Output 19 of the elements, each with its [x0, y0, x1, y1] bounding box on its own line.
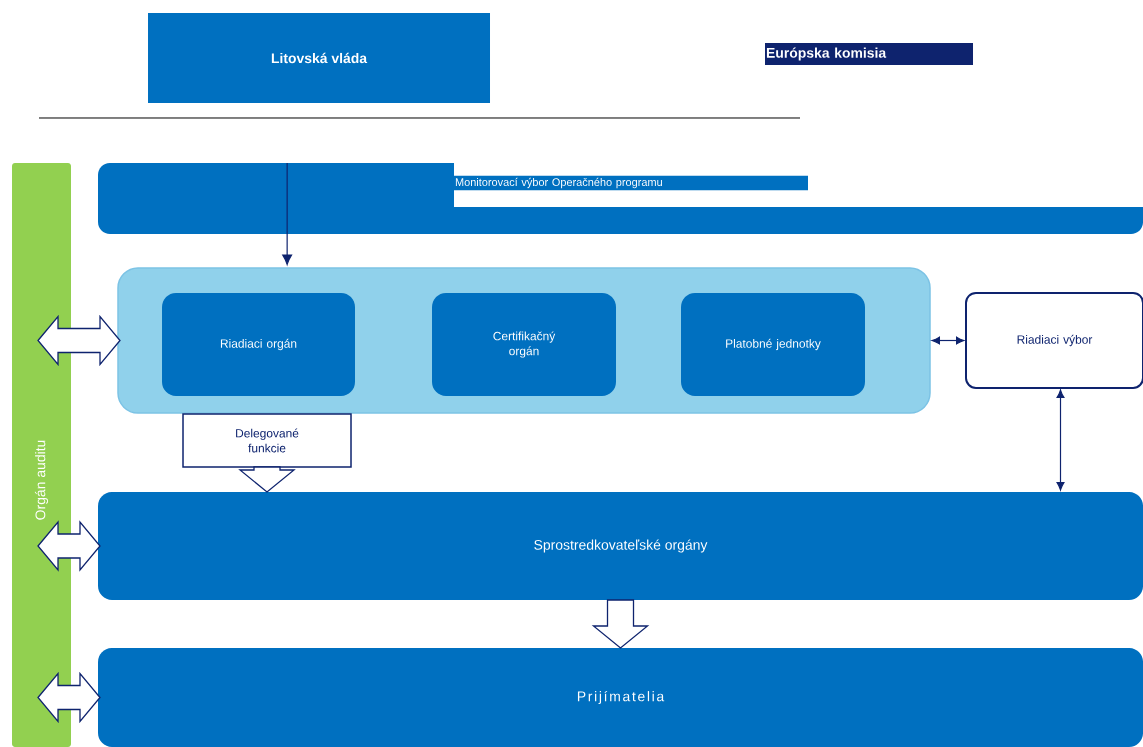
audit-bar: Orgán auditu [12, 163, 71, 747]
committee-band: Monitorovací výbor Operačného programu [98, 163, 1143, 234]
arrow [282, 162, 293, 266]
double-block-arrow [37, 520, 101, 572]
body-band: Sprostredkovateľské orgány [98, 492, 1143, 600]
block-arrow [591, 599, 650, 649]
arrow [1056, 389, 1065, 491]
block-arrow [238, 466, 296, 493]
commission-label: Európska komisia [765, 43, 973, 65]
committee-box: Riadiaci výbor [965, 292, 1143, 389]
government-box: Litovská vláda [148, 13, 490, 103]
authority-box: Riadiaci orgán [162, 293, 355, 396]
authority-box: Platobné jednotky [681, 293, 865, 396]
body-band: Prijímatelia [98, 648, 1143, 747]
double-block-arrow [37, 314, 121, 367]
arrow [931, 336, 965, 345]
double-block-arrow [37, 671, 101, 724]
authority-box: Certifikačný orgán [432, 293, 616, 396]
delegation-box: Delegované funkcie [182, 413, 352, 468]
